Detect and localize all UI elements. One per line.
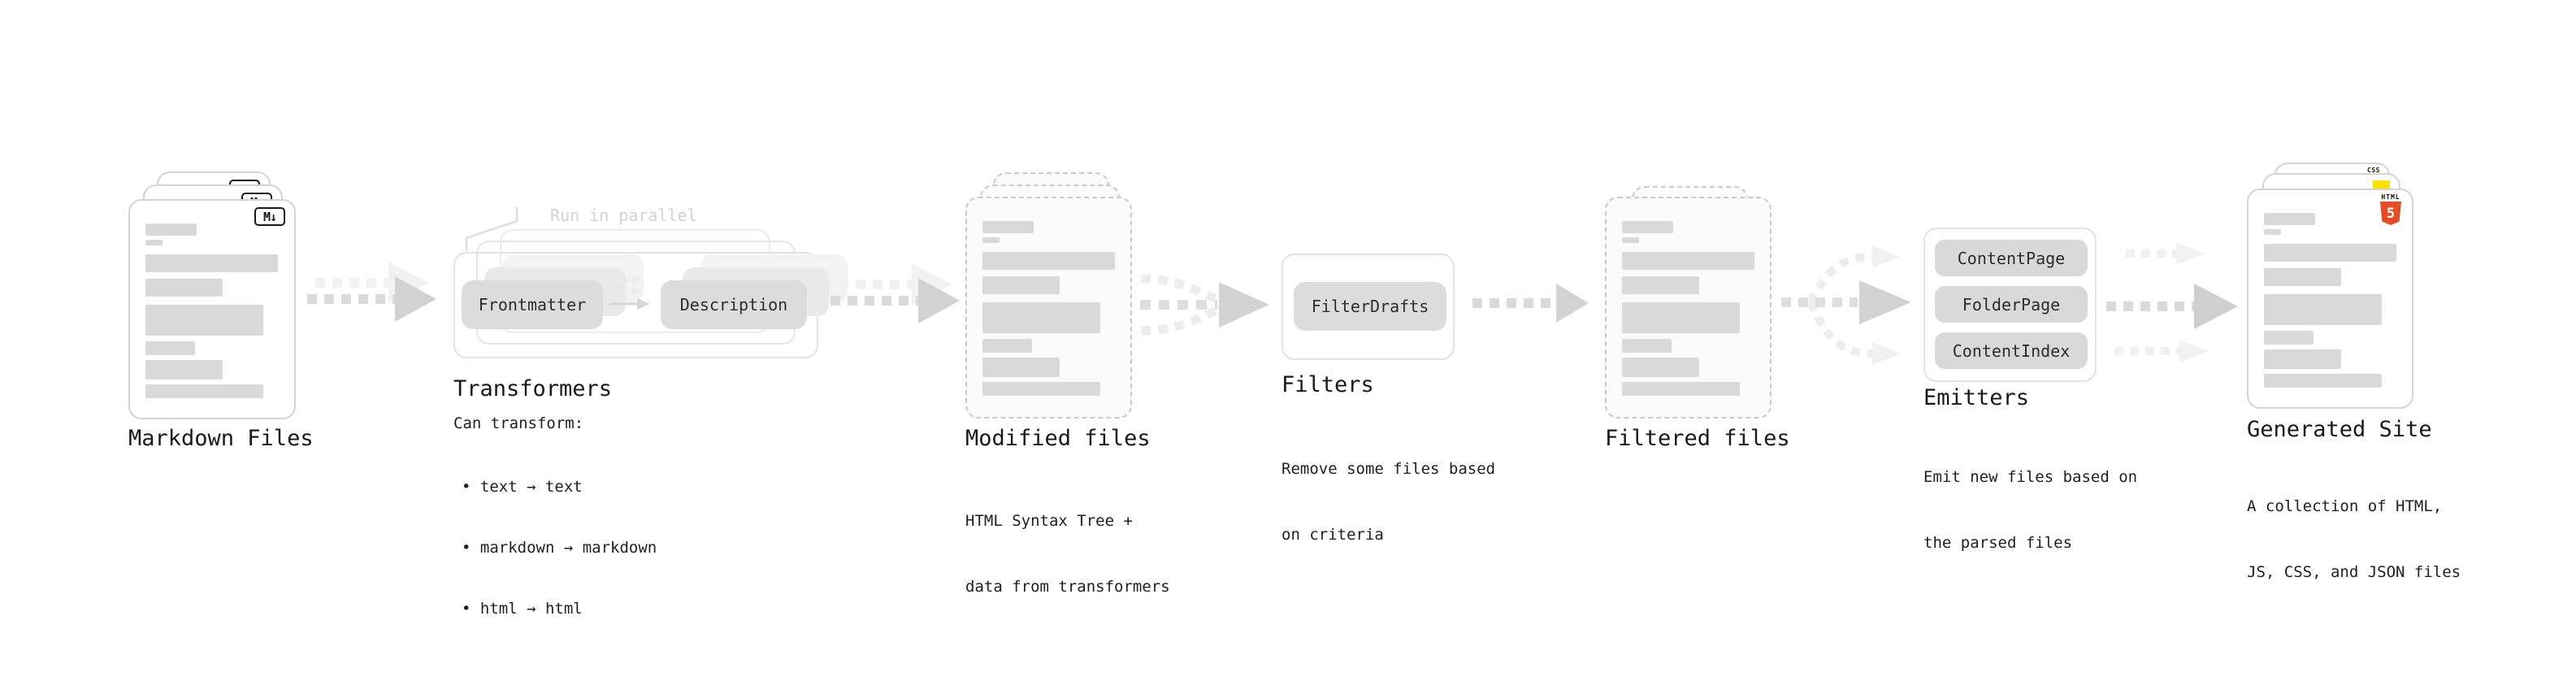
flow-arrow-transformers-to-modified bbox=[830, 263, 960, 323]
doc-line-placeholder bbox=[982, 252, 1115, 270]
desc-line: A collection of HTML, bbox=[2247, 497, 2443, 515]
desc-line: on criteria bbox=[1281, 526, 1384, 544]
bullet-item: • text → text bbox=[462, 478, 583, 496]
contentpage-pill: ContentPage bbox=[1935, 240, 2088, 276]
doc-line-placeholder bbox=[145, 279, 223, 297]
doc-line-placeholder bbox=[982, 339, 1032, 353]
contentindex-pill: ContentIndex bbox=[1935, 332, 2088, 369]
flow-arrow-fanin-modified-to-filters bbox=[1140, 274, 1269, 336]
doc-line-placeholder bbox=[982, 358, 1060, 377]
filters-desc: Remove some files based on criteria bbox=[1281, 414, 1495, 590]
transformers-bullet-list: • text → text • markdown → markdown • ht… bbox=[462, 436, 657, 660]
doc-line-placeholder bbox=[145, 384, 263, 398]
doc-line-placeholder bbox=[2264, 268, 2341, 286]
doc-line-placeholder bbox=[145, 254, 278, 272]
doc-line-placeholder bbox=[982, 302, 1100, 333]
doc-line-placeholder bbox=[2264, 374, 2382, 388]
javascript-icon bbox=[2373, 180, 2390, 189]
doc-line-placeholder bbox=[982, 221, 1034, 233]
doc-line-placeholder bbox=[982, 237, 1000, 243]
emitters-title: Emitters bbox=[1923, 385, 2030, 410]
doc-line-placeholder bbox=[145, 223, 197, 236]
document-placeholder-lines bbox=[130, 201, 294, 418]
generated-site-title: Generated Site bbox=[2247, 417, 2432, 442]
doc-line-placeholder bbox=[2264, 331, 2314, 345]
markdown-files-title: Markdown Files bbox=[128, 426, 314, 451]
generated-site-desc: A collection of HTML, JS, CSS, and JSON … bbox=[2247, 452, 2461, 627]
doc-line-placeholder bbox=[982, 382, 1100, 396]
filtered-files-title: Filtered files bbox=[1605, 426, 1790, 451]
desc-line: JS, CSS, and JSON files bbox=[2247, 563, 2461, 581]
doc-line-placeholder bbox=[2264, 213, 2315, 225]
modified-file-card bbox=[965, 197, 1132, 419]
doc-line-placeholder bbox=[1622, 237, 1639, 243]
bullet-item: • html → html bbox=[462, 600, 583, 618]
modified-files-desc: HTML Syntax Tree + data from transformer… bbox=[965, 466, 1170, 642]
markdown-file-card: M↓ bbox=[128, 199, 296, 419]
doc-line-placeholder bbox=[145, 360, 223, 380]
doc-line-placeholder bbox=[1622, 276, 1699, 294]
desc-line: the parsed files bbox=[1923, 534, 2073, 552]
desc-line: data from transformers bbox=[965, 578, 1170, 596]
desc-line: Emit new files based on bbox=[1923, 468, 2138, 486]
emitters-box: ContentPage FolderPage ContentIndex bbox=[1923, 228, 2097, 382]
doc-line-placeholder bbox=[982, 276, 1060, 294]
markdown-icon: M↓ bbox=[254, 207, 285, 226]
doc-line-placeholder bbox=[2264, 244, 2396, 262]
document-placeholder-lines bbox=[1607, 198, 1770, 417]
doc-line-placeholder bbox=[1622, 252, 1754, 270]
annotation-callout-line bbox=[465, 207, 518, 251]
doc-line-placeholder bbox=[2264, 349, 2341, 369]
site-file-card-html: HTML 5 bbox=[2247, 189, 2413, 409]
description-pill: Description bbox=[661, 280, 807, 329]
filters-title: Filters bbox=[1281, 372, 1374, 397]
doc-line-placeholder bbox=[145, 240, 163, 245]
folderpage-pill: FolderPage bbox=[1935, 286, 2088, 323]
filterdrafts-pill: FilterDrafts bbox=[1294, 282, 1446, 331]
frontmatter-pill: Frontmatter bbox=[462, 280, 603, 329]
transformers-title: Transformers bbox=[453, 376, 613, 401]
document-placeholder-lines bbox=[967, 198, 1130, 417]
flow-arrow-filters-to-filtered bbox=[1472, 284, 1589, 323]
transformers-desc-heading: Can transform: bbox=[453, 414, 584, 432]
doc-line-placeholder bbox=[145, 341, 195, 355]
doc-line-placeholder bbox=[1622, 339, 1672, 353]
html5-icon: HTML 5 bbox=[2379, 193, 2402, 225]
document-placeholder-lines bbox=[2249, 190, 2412, 407]
doc-line-placeholder bbox=[2264, 294, 2382, 325]
filtered-file-card bbox=[1605, 197, 1772, 419]
desc-line: HTML Syntax Tree + bbox=[965, 512, 1133, 530]
bullet-item: • markdown → markdown bbox=[462, 539, 657, 557]
doc-line-placeholder bbox=[145, 305, 263, 336]
filters-box: FilterDrafts bbox=[1281, 254, 1455, 360]
flow-arrow-markdown-to-transformers bbox=[307, 262, 436, 322]
desc-line: Remove some files based bbox=[1281, 460, 1496, 478]
emitters-desc: Emit new files based on the parsed files bbox=[1923, 423, 2137, 598]
doc-line-placeholder bbox=[1622, 221, 1673, 233]
flow-arrows-emitters-to-site bbox=[2106, 242, 2238, 362]
modified-files-title: Modified files bbox=[965, 426, 1151, 451]
doc-line-placeholder bbox=[2264, 229, 2281, 235]
parallel-arrows-icon bbox=[609, 275, 650, 310]
run-in-parallel-annotation: Run in parallel bbox=[550, 206, 697, 225]
flow-arrow-fanout-filtered-to-emitters bbox=[1781, 245, 1911, 365]
doc-line-placeholder bbox=[1622, 302, 1740, 333]
doc-line-placeholder bbox=[1622, 382, 1740, 396]
doc-line-placeholder bbox=[1622, 358, 1699, 377]
